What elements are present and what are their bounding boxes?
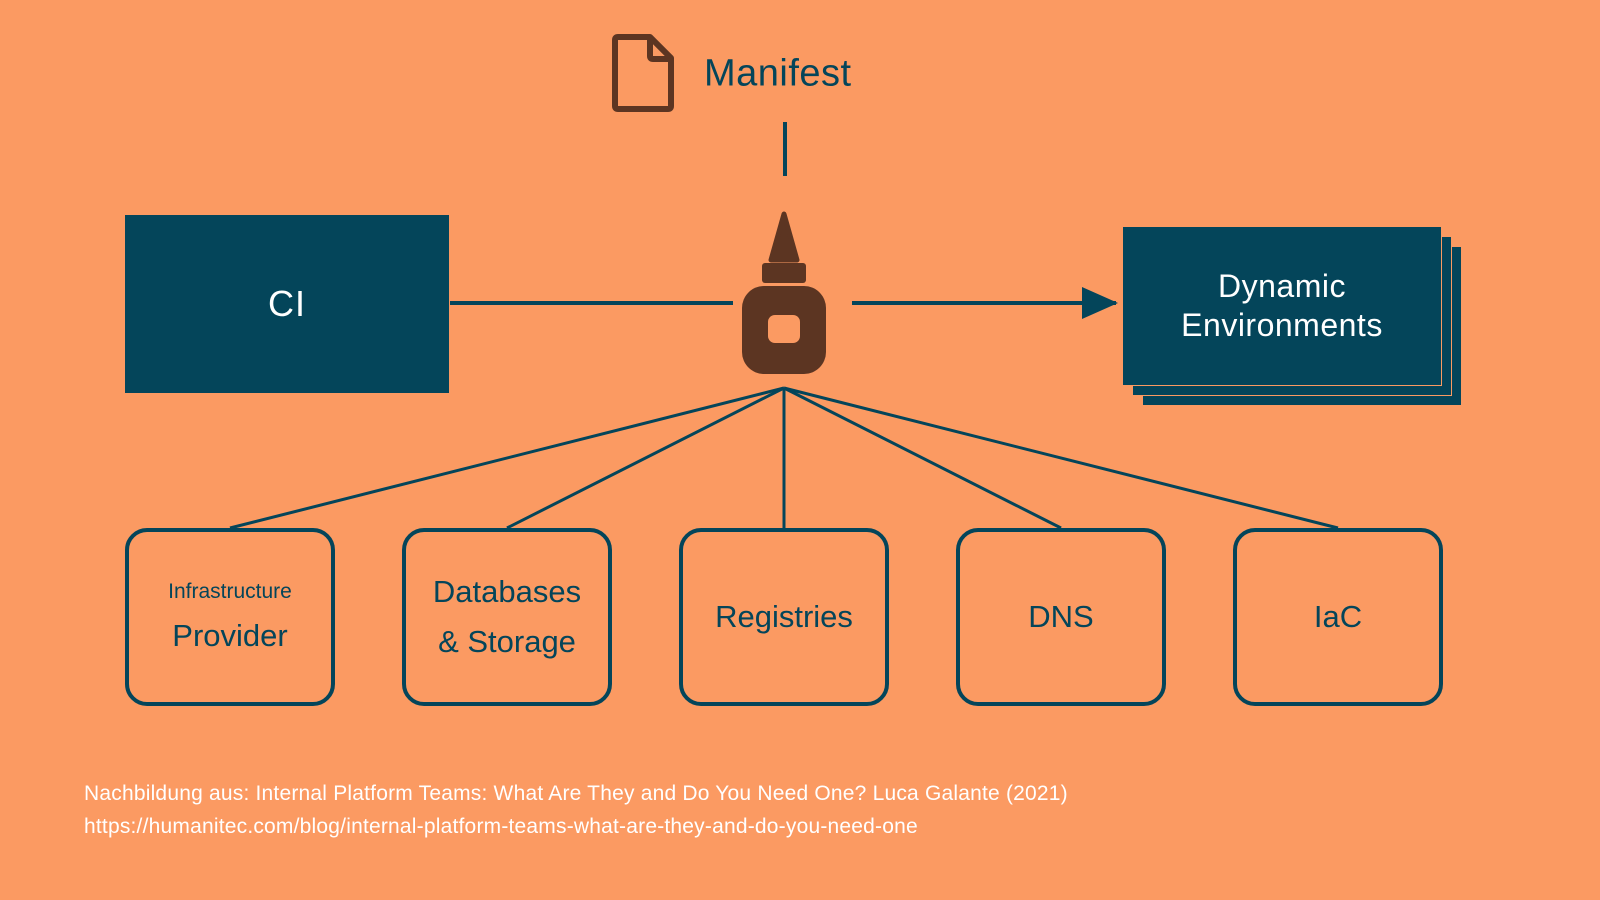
leaf-label-registries: Registries — [715, 599, 853, 634]
ci-box[interactable]: CI — [125, 215, 449, 393]
leaf-label-provider: Provider — [172, 618, 288, 653]
leaf-label-dns: DNS — [1028, 599, 1094, 634]
dynamic-environments-stack[interactable]: Dynamic Environments — [1122, 226, 1462, 406]
ci-label: CI — [268, 283, 306, 324]
glue-bottle-icon — [742, 211, 826, 374]
leaf-box-registries[interactable]: Registries — [679, 528, 889, 706]
dynamic-environments-label-line1: Dynamic — [1218, 267, 1346, 304]
caption-line-source: Nachbildung aus: Internal Platform Teams… — [84, 782, 1068, 805]
caption-line-url[interactable]: https://humanitec.com/blog/internal-plat… — [84, 814, 918, 838]
caption: Nachbildung aus: Internal Platform Teams… — [84, 778, 1384, 843]
connector-glue-to-databases-storage — [506, 386, 785, 530]
manifest-group: Manifest — [612, 34, 952, 114]
dynamic-environments-label-line2: Environments — [1181, 307, 1383, 343]
leaf-box-infrastructure-provider[interactable]: Infrastructure Provider — [125, 528, 335, 706]
leaf-label-storage: & Storage — [438, 624, 576, 659]
manifest-label: Manifest — [704, 52, 852, 95]
leaf-box-databases-storage[interactable]: Databases & Storage — [402, 528, 612, 706]
dynamic-environments-card-front[interactable]: Dynamic Environments — [1122, 226, 1442, 386]
connector-glue-to-iac — [783, 386, 1339, 530]
leaf-box-iac[interactable]: IaC — [1233, 528, 1443, 706]
leaf-label-infrastructure: Infrastructure — [168, 580, 292, 603]
leaf-box-dns[interactable]: DNS — [956, 528, 1166, 706]
leaf-label-iac: IaC — [1313, 599, 1363, 634]
connector-glue-to-infrastructure-provider — [229, 386, 785, 530]
leaf-label-databases: Databases — [432, 574, 582, 609]
document-icon — [612, 34, 674, 112]
connector-glue-to-dns — [783, 386, 1062, 530]
